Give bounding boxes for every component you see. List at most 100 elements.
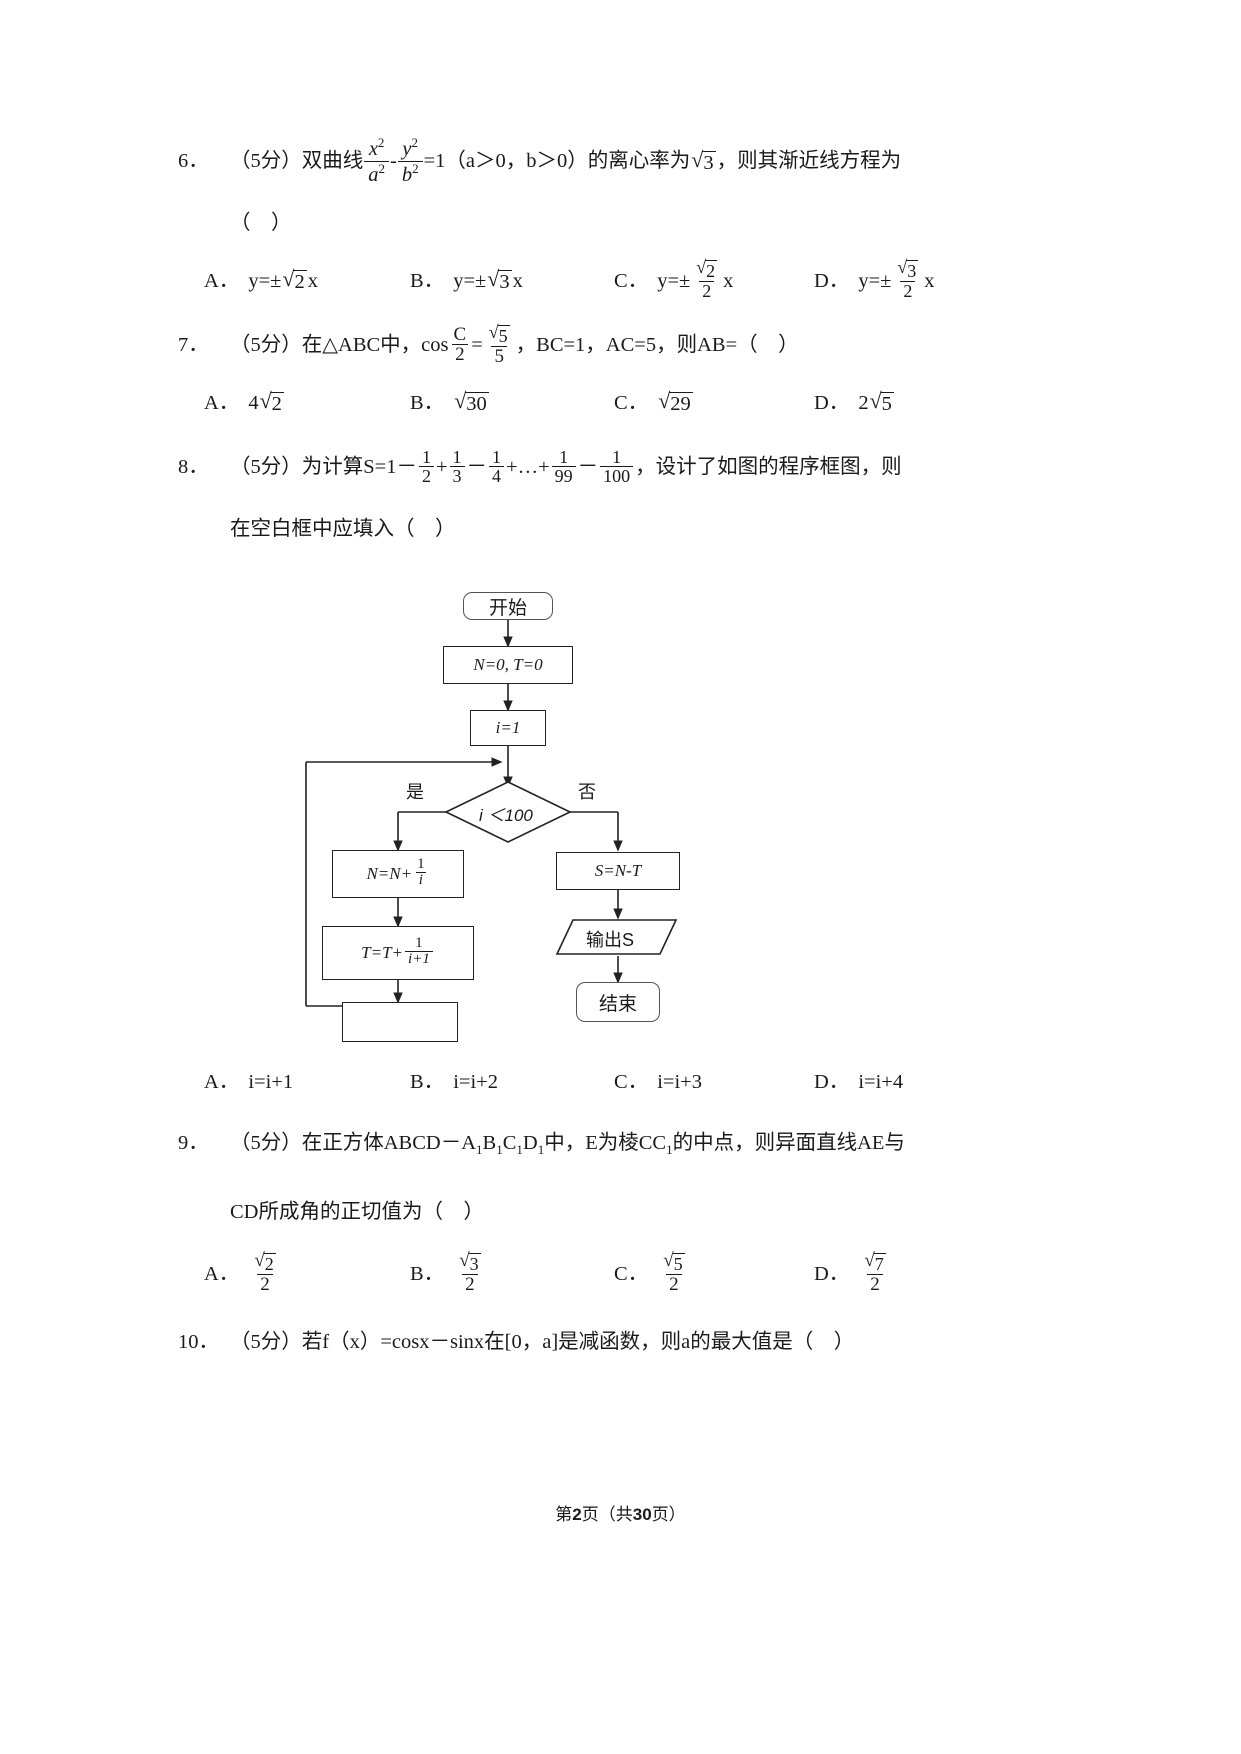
flowchart-compute-S-text: S=N-T [594,861,642,880]
option-7-D[interactable]: D． 2√5 [814,376,895,430]
sqrt-icon: √3 [459,1249,481,1274]
option-8-C[interactable]: C． i=i+3 [614,1058,814,1106]
option-7-A[interactable]: A． 4√2 [204,376,410,430]
option-8-B-text: i=i+2 [453,1071,498,1093]
option-7-B-radicand: 30 [465,392,489,416]
option-6-D-denominator: 2 [900,281,916,300]
option-6-D-prefix: y=± [858,270,892,292]
option-6-B-radicand: 3 [498,270,512,294]
question-6-continuation: （ ） [230,212,292,234]
option-8-A[interactable]: A． i=i+1 [204,1058,410,1106]
question-10-stem: 10． （5分）若f（x）=cosx－sinx在[0，a]是减函数，则a的最大值… [178,1311,978,1373]
f3-num: 1 [492,446,502,467]
question-10-number: 10． [178,1331,219,1354]
option-8-B[interactable]: B． i=i+2 [410,1058,614,1106]
option-6-B-prefix: y=± [453,270,487,292]
flowchart-init-i-node: i=1 [470,710,546,746]
option-6-C-radicand: 2 [705,259,718,281]
f1-num: 1 [421,446,431,467]
option-7-A-label: A． [204,392,240,414]
option-8-D-text: i=i+4 [858,1071,904,1093]
option-6-C-suffix: x [723,270,734,292]
flowchart-output-text: 输出S [586,930,635,950]
ellipsis: +…+ [506,456,550,478]
frac2-den: 5 [491,345,507,366]
frac-num-exponent: 2 [377,135,385,151]
footer-suffix: 页） [651,1505,686,1524]
option-7-C[interactable]: C． √29 [614,376,814,430]
f3-den: 4 [489,465,505,485]
question-9-body: （5分）在正方体ABCD－A1B1C1D1中，E为棱CC1的中点，则异面直线AE… [230,1112,978,1181]
sqrt-icon: √3 [897,256,919,281]
option-9-C-label: C． [614,1263,649,1286]
question-8-options: A． i=i+1 B． i=i+2 C． i=i+3 D． i=i+4 [178,1058,978,1106]
equals-sign: = [471,334,483,356]
frac-den: 2 [452,343,468,364]
sqrt-icon: √2 [259,388,284,416]
option-8-D[interactable]: D． i=i+4 [814,1058,903,1106]
option-6-D-suffix: x [924,270,935,292]
question-8-number: 8． [178,456,209,478]
question-9-text-c: 的中点，则异面直线AE与 [672,1132,905,1154]
frac2-num-exponent: 2 [411,135,419,151]
option-9-A-den: 2 [257,1273,273,1294]
question-9-stem: 9． （5分）在正方体ABCD－A1B1C1D1中，E为棱CC1的中点，则异面直… [178,1112,978,1181]
f5-den: 100 [600,465,634,485]
question-10-text: 若f（x）=cosx－sinx在[0，a]是减函数，则a的最大值是（ ） [301,1331,855,1354]
sub-CC1: 1 [666,1142,673,1158]
option-7-A-radicand: 2 [270,392,284,416]
flowchart-blank-node[interactable] [342,1002,458,1042]
footer-middle: 页（共 [581,1505,633,1524]
footer-prefix: 第 [555,1505,573,1524]
frac-num: C [453,323,467,345]
frac2-den-var: b [401,163,413,186]
flowchart-compute-S-node: S=N-T [556,852,680,890]
flowchart-yes-label: 是 [406,782,424,802]
option-7-B[interactable]: B． √30 [410,376,614,430]
option-9-C-den: 2 [666,1273,682,1294]
frac-den-exponent: 2 [378,160,386,176]
sqrt-icon: √5 [869,388,894,416]
question-8-text-a: 为计算S=1－ [301,456,417,478]
flowchart-end-node: 结束 [576,982,660,1022]
question-7-number: 7． [178,334,209,356]
question-9-text-a: 在正方体ABCD－A [301,1132,477,1154]
question-7-text-b: ，BC=1，AC=5，则AB=（ ） [515,334,799,356]
flowchart-connectors [305,620,678,1007]
sqrt-icon: √2 [282,266,307,294]
frac2-den-exponent: 2 [412,160,419,176]
sqrt-icon: √30 [454,388,489,416]
op-1: + [435,456,448,478]
question-8-score: （5分） [230,456,302,478]
sub-B1: 1 [496,1142,503,1158]
question-10-score: （5分） [230,1331,302,1354]
sqrt-icon: √29 [658,388,693,416]
sqrt-3: √3 [691,147,716,174]
flowchart-program-diagram: 开始 N=0, T=0 i=1 i ＜100 是 否 N=N+ 1 i [298,574,718,1054]
option-6-B-suffix: x [512,270,523,292]
question-7-options: A． 4√2 B． √30 C． √29 D． 2√5 [178,376,978,430]
question-8-text-b: ，设计了如图的程序框图，则 [635,456,902,478]
option-9-D-radicand: 7 [873,1252,886,1274]
